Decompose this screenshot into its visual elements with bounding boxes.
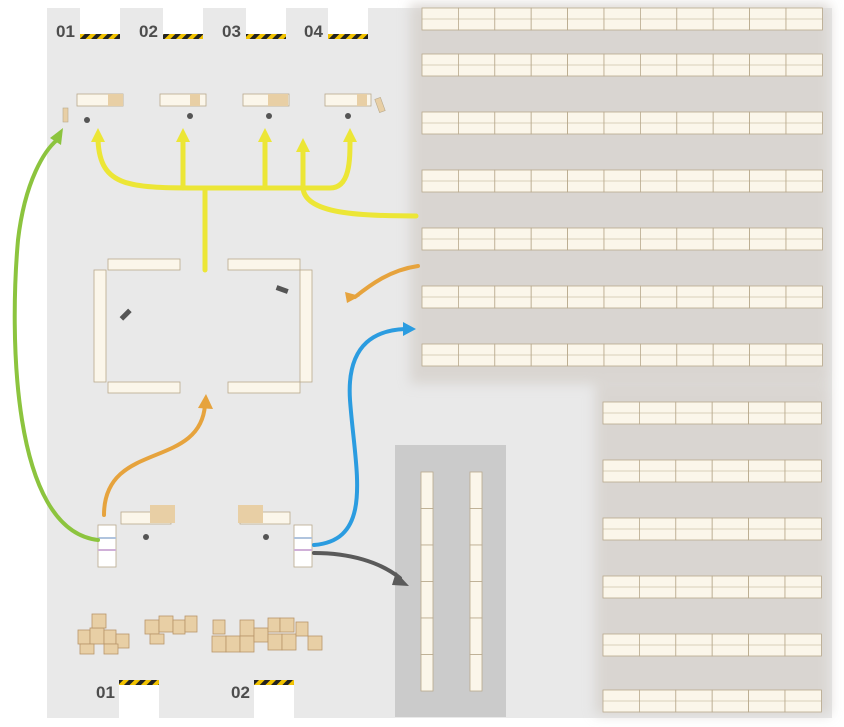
rack-row [602,575,822,599]
packing-station [242,93,290,119]
dock-doors-top: 01 02 03 04 [56,8,368,41]
rack-row [421,7,823,31]
receiving-station-right [238,505,313,568]
worker-icon [266,113,272,119]
packing-station [62,93,124,123]
rack-bay [469,508,483,546]
rack-row [421,53,823,77]
staging-zone [395,445,506,717]
worker-icon [187,113,193,119]
rack-bay [420,544,434,582]
rack-row [602,459,822,483]
staging-rack-column [469,471,483,692]
dock-door-bottom-02: 02 [231,680,294,718]
dock-door-label: 02 [231,683,250,702]
flow-picking-arrows [95,137,419,273]
dock-door-04: 04 [304,8,368,41]
rack-row [421,169,823,193]
packing-stations-top [62,93,386,123]
rack-bay [420,508,434,546]
rack-row [421,227,823,251]
rack-bay [420,471,434,509]
sorting-area [93,258,313,394]
flow-replenish-arrow [312,322,416,547]
rack-rows-bottom [602,401,822,713]
dock-door-label: 02 [139,22,158,41]
rack-row [602,633,822,657]
staging-racks [420,471,483,692]
rack-row [602,401,822,425]
rack-row [421,343,823,367]
dock-door-label: 03 [222,22,241,41]
dock-doors-bottom: 01 02 [96,680,294,718]
flow-putaway-heads [198,292,360,409]
dock-door-01: 01 [56,8,120,41]
dock-door-label: 01 [96,683,115,702]
rack-bay [420,654,434,692]
dock-door-02: 02 [139,8,203,41]
rack-bay [469,654,483,692]
dock-door-label: 01 [56,22,75,41]
flow-dispatch-arrow [12,128,100,542]
rack-row [602,517,822,541]
worker-icon [345,113,351,119]
packing-station [324,93,386,119]
rack-bay [420,617,434,655]
rack-row [602,689,822,713]
flow-returns-arrow [312,551,409,586]
dock-door-label: 04 [304,22,323,41]
packing-station [159,93,207,119]
forklift-icon [275,285,289,294]
inbound-pallets-mid [144,615,198,645]
worker-icon [143,534,149,540]
rack-row [421,111,823,135]
dock-door-bottom-01: 01 [96,680,159,718]
rack-bay [469,471,483,509]
rack-bay [469,617,483,655]
flow-picking-heads [91,128,357,152]
rack-bay [469,581,483,619]
forklift-icon [119,308,132,321]
rack-bay [469,544,483,582]
inbound-pallets-left [77,613,130,655]
receiving-station-left [97,505,175,568]
staging-rack-column [420,471,434,692]
rack-row [421,285,823,309]
inbound-pallets-right [211,617,323,653]
worker-icon [84,117,90,123]
rack-rows-top [421,7,823,367]
rack-bay [420,581,434,619]
flow-putaway-arrows [102,264,420,517]
worker-icon [263,534,269,540]
dock-door-03: 03 [222,8,286,41]
